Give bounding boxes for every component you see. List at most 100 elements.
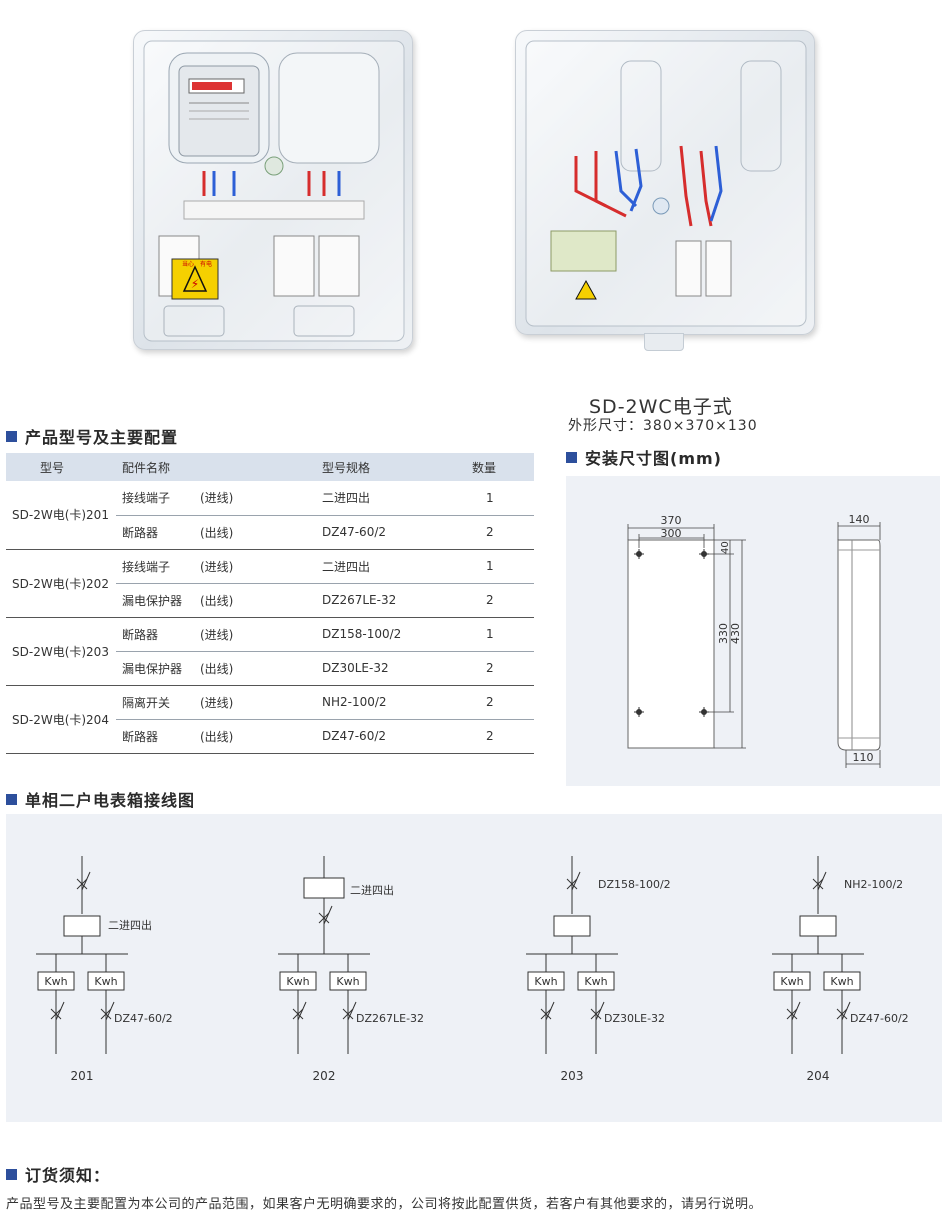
table-cell-part: 漏电保护器(出线) <box>116 651 316 686</box>
dim-depth-outer: 140 <box>849 513 870 526</box>
table-row: SD-2W电(卡)204 隔离开关(进线) NH2-100/2 2 <box>6 685 534 754</box>
mounting-hole-icons <box>634 549 709 717</box>
terminal-block-icon <box>553 915 591 937</box>
breaker-symbol-icon <box>836 1008 848 1020</box>
table-row: 断路器(出线) DZ47-60/2 2 <box>6 719 534 754</box>
dim-width-inner: 300 <box>661 527 682 540</box>
table-cell-qty: 1 <box>466 617 534 652</box>
table-cell-part: 隔离开关(进线) <box>116 685 316 720</box>
table-cell-part: 漏电保护器(出线) <box>116 583 316 618</box>
order-title-text: 订货须知： <box>25 1166 111 1185</box>
breaker-symbol-icon <box>76 878 88 890</box>
dim-height-outer: 430 <box>729 623 742 644</box>
table-cell-qty: 2 <box>466 583 534 618</box>
side-view-outline <box>837 539 881 751</box>
switch-contact-icon <box>595 1001 605 1021</box>
header-part: 配件名称 <box>116 453 316 481</box>
table-cell-part: 接线端子(进线) <box>116 549 316 584</box>
table-cell-part: 断路器(出线) <box>116 515 316 550</box>
config-title-text: 产品型号及主要配置 <box>25 428 179 447</box>
switch-contact-icon <box>347 1001 357 1021</box>
config-section-title: 产品型号及主要配置 <box>6 424 178 448</box>
dim-width-outer: 370 <box>661 514 682 527</box>
dim-top-offset: 40 <box>720 541 731 554</box>
switch-contact-icon <box>297 1001 307 1021</box>
table-cell-model: SD-2W电(卡)204 <box>6 685 116 754</box>
table-cell-part: 断路器(进线) <box>116 617 316 652</box>
breaker-symbol-icon <box>812 878 824 890</box>
section-marker-icon <box>6 430 17 442</box>
switch-contact-icon <box>105 1001 115 1021</box>
kwh-meter-label: Kwh <box>584 975 607 988</box>
product-photo-left: ⚡ 当心 有电 <box>133 30 413 350</box>
wiring-output-label: DZ47-60/2 <box>850 1012 909 1025</box>
badge-text-1: 当心 <box>182 260 194 268</box>
wiring-input-label: DZ158-100/2 <box>598 878 671 891</box>
table-row: SD-2W电(卡)201 接线端子(进线) 二进四出 1 <box>6 481 534 550</box>
kwh-meter-label: Kwh <box>286 975 309 988</box>
breaker-symbol-icon <box>342 1008 354 1020</box>
table-header-row: 型号 配件名称 型号规格 数量 <box>6 453 534 481</box>
install-title-text: 安装尺寸图(mm) <box>585 449 722 468</box>
table-cell-qty: 2 <box>466 651 534 686</box>
table-row: SD-2W电(卡)203 断路器(进线) DZ158-100/2 1 <box>6 617 534 686</box>
wiring-diagram-id: 203 <box>561 1069 584 1083</box>
dim-depth-inner: 110 <box>853 751 874 764</box>
table-cell-qty: 2 <box>466 685 534 720</box>
front-view-outline <box>627 539 715 749</box>
table-cell-qty: 1 <box>466 549 534 584</box>
kwh-meter-label: Kwh <box>336 975 359 988</box>
breaker-symbol-icon <box>540 1008 552 1020</box>
wiring-diagram-id: 202 <box>313 1069 336 1083</box>
switch-contact-icon <box>791 1001 801 1021</box>
switch-contact-icon <box>817 871 827 891</box>
meter-box-illustration-right <box>525 40 807 327</box>
table-cell-spec: 二进四出 <box>316 481 466 516</box>
terminal-block-icon <box>63 915 101 937</box>
wiring-input-label: 二进四出 <box>108 918 152 932</box>
table-row: 漏电保护器(出线) DZ30LE-32 2 <box>6 651 534 686</box>
product-photo-right <box>515 30 815 351</box>
product-dimensions: 外形尺寸：380×370×130 <box>568 418 758 434</box>
wiring-diagram-id: 201 <box>71 1069 94 1083</box>
wiring-input-label: 二进四出 <box>350 883 394 897</box>
switch-contact-icon <box>323 905 333 925</box>
badge-text-2: 有电 <box>200 260 212 268</box>
product-model-name: SD-2WC电子式 <box>589 396 733 418</box>
section-marker-icon <box>566 451 577 463</box>
kwh-meter-label: Kwh <box>44 975 67 988</box>
breaker-symbol-icon <box>292 1008 304 1020</box>
config-table: 型号 配件名称 型号规格 数量 SD-2W电(卡)201 接线端子(进线) 二进… <box>6 453 534 754</box>
dim-height-inner: 330 <box>717 623 730 644</box>
table-cell-model: SD-2W电(卡)202 <box>6 549 116 618</box>
table-cell-qty: 1 <box>466 481 534 516</box>
table-cell-model: SD-2W电(卡)201 <box>6 481 116 550</box>
kwh-meter-label: Kwh <box>534 975 557 988</box>
switch-contact-icon <box>55 1001 65 1021</box>
wiring-section-title: 单相二户电表箱接线图 <box>6 787 195 811</box>
table-row: SD-2W电(卡)202 接线端子(进线) 二进四出 1 <box>6 549 534 618</box>
wiring-diagram-id: 204 <box>807 1069 830 1083</box>
table-cell-spec: DZ267LE-32 <box>316 583 466 618</box>
header-qty: 数量 <box>466 453 534 481</box>
kwh-meter-label: Kwh <box>780 975 803 988</box>
kwh-meter-label: Kwh <box>94 975 117 988</box>
breaker-symbol-icon <box>100 1008 112 1020</box>
install-dimension-drawing: 370 300 40 330 430 140 110 <box>627 513 881 768</box>
table-cell-spec: NH2-100/2 <box>316 685 466 720</box>
switch-contact-icon <box>571 871 581 891</box>
wiring-output-label: DZ30LE-32 <box>604 1012 665 1025</box>
kwh-meter-label: Kwh <box>830 975 853 988</box>
switch-contact-icon <box>545 1001 555 1021</box>
switch-contact-icon <box>81 871 91 891</box>
section-marker-icon <box>6 793 17 805</box>
switch-contact-icon <box>841 1001 851 1021</box>
table-cell-spec: DZ47-60/2 <box>316 515 466 550</box>
wiring-input-label: NH2-100/2 <box>844 878 903 891</box>
breaker-symbol-icon <box>566 878 578 890</box>
install-diagram-panel: 370 300 40 330 430 140 110 <box>566 476 940 786</box>
header-spec: 型号规格 <box>316 453 466 481</box>
table-cell-spec: DZ47-60/2 <box>316 719 466 754</box>
